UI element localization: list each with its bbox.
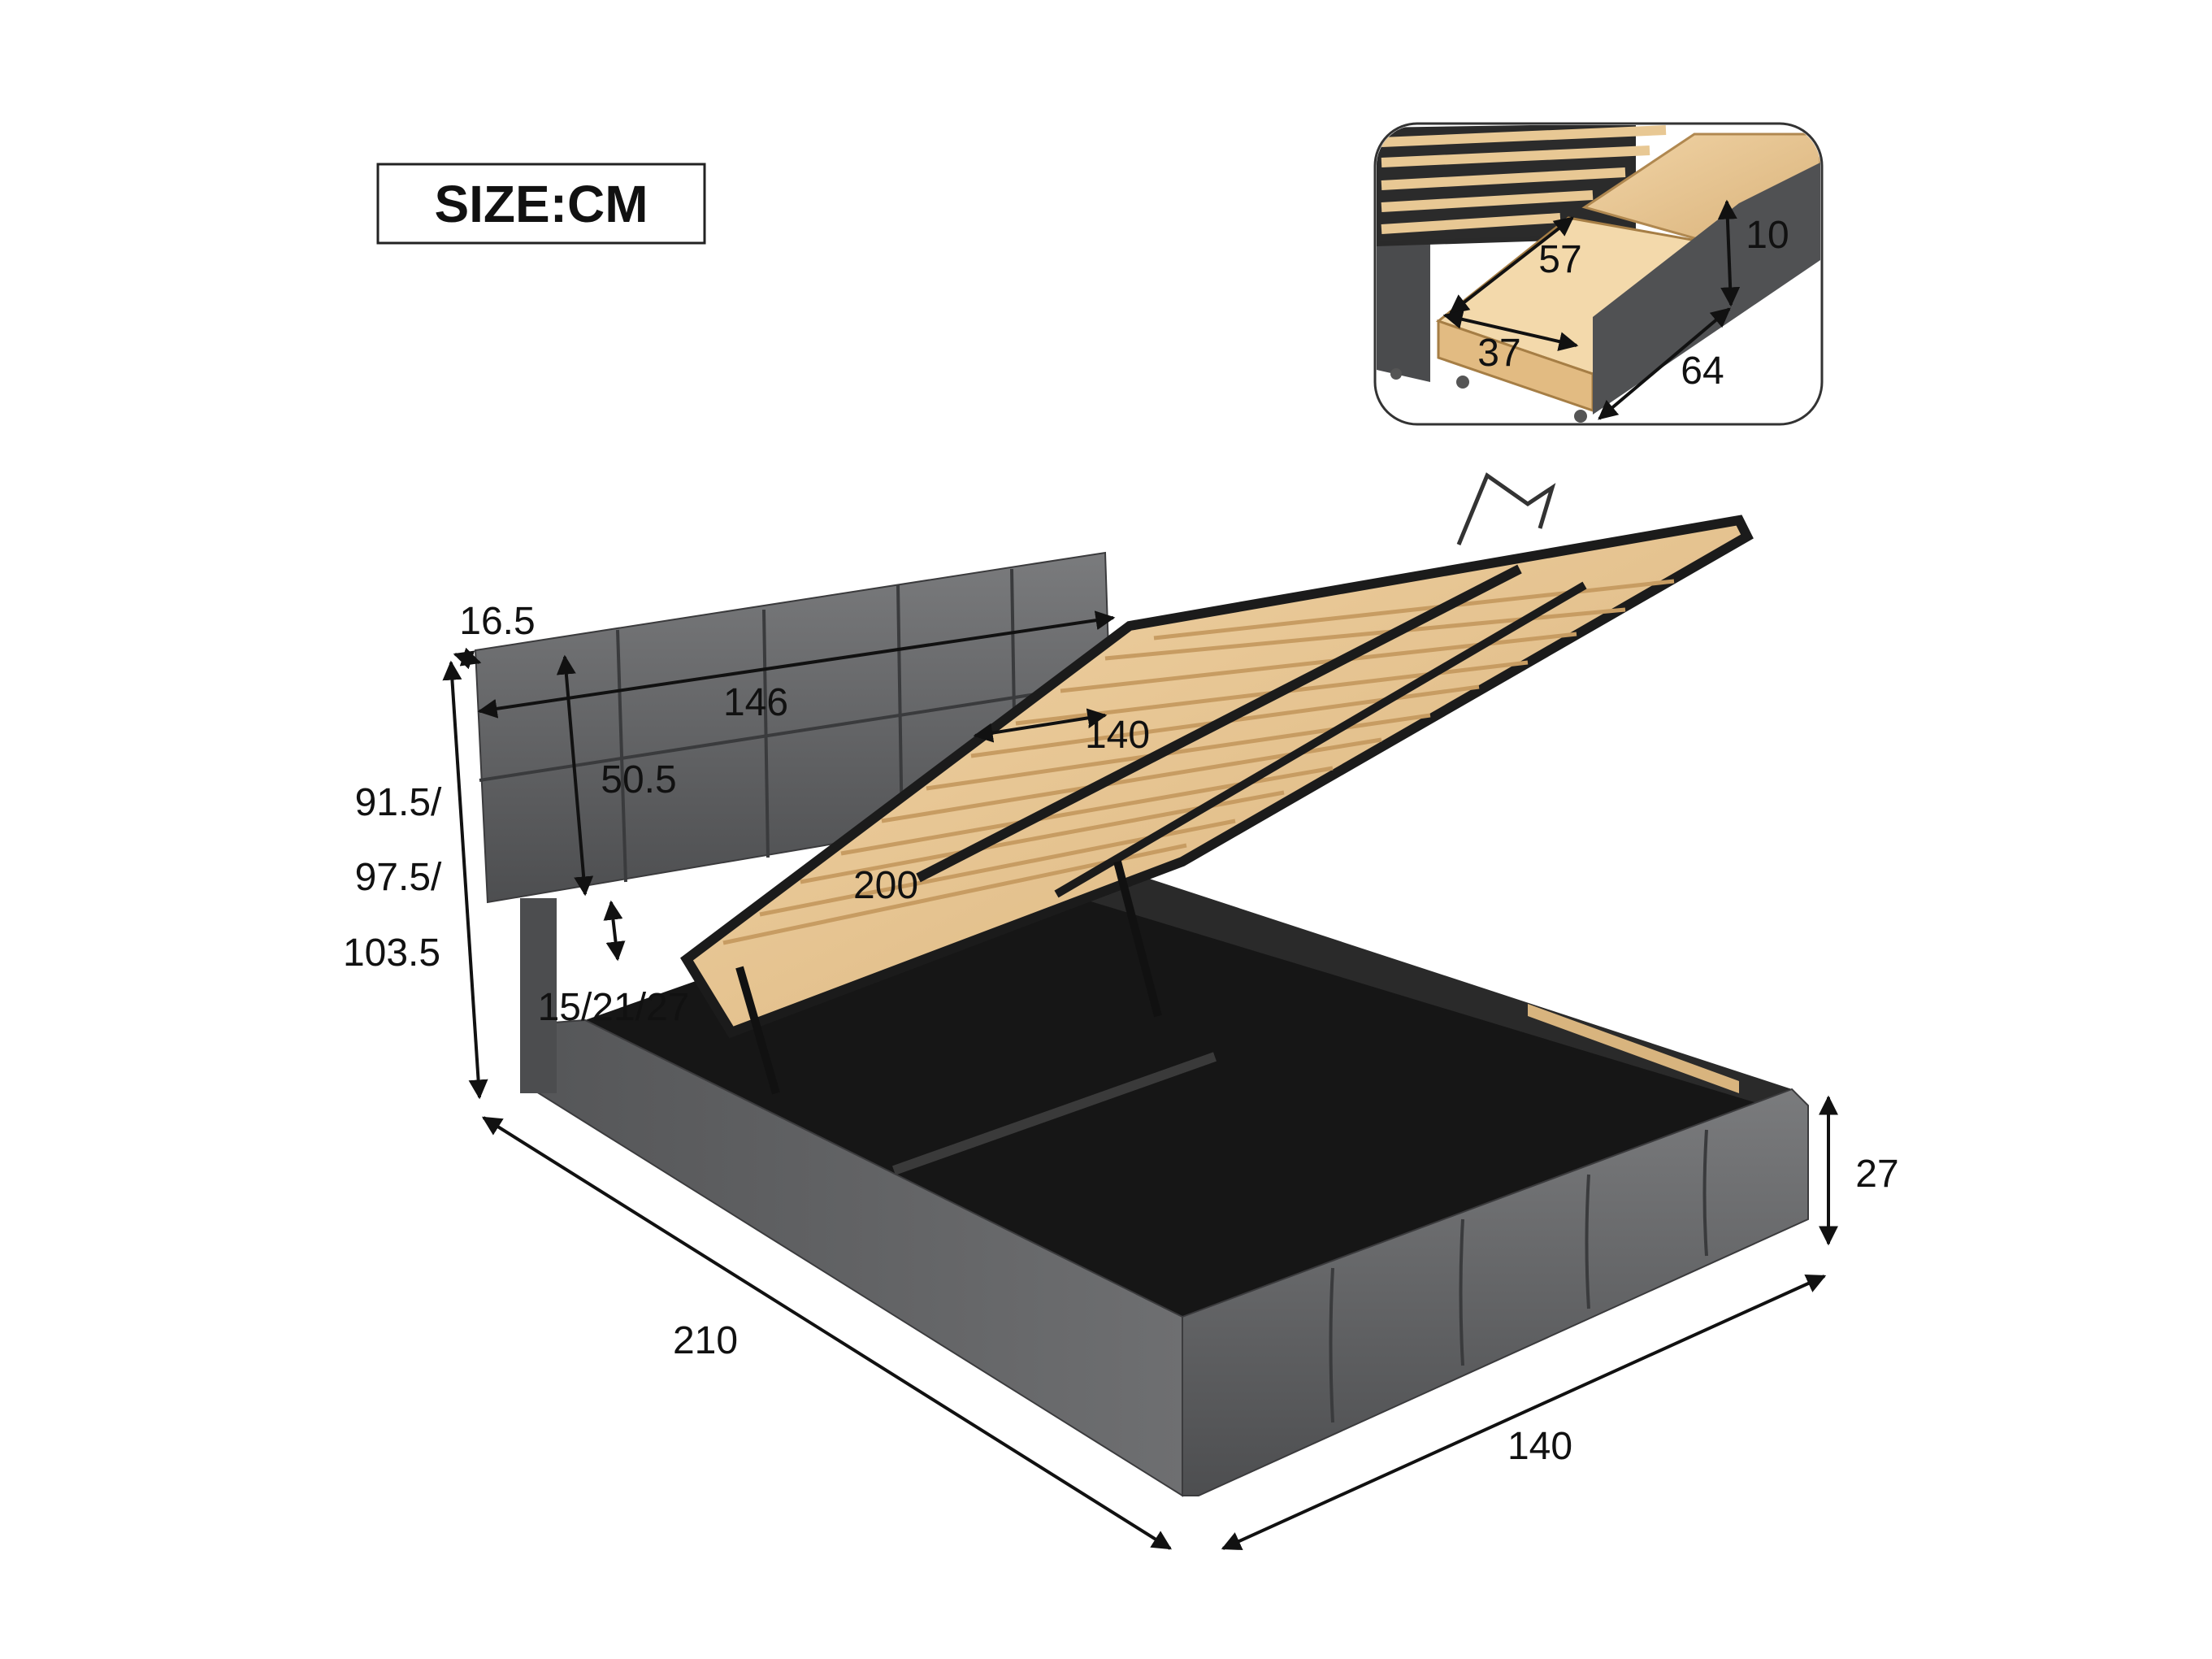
inset-back-drawer <box>1581 132 1820 245</box>
total-height-label-3: 103.5 <box>343 932 440 975</box>
total-height-label-1: 91.5/ <box>355 781 442 824</box>
frame-height-label: 27 <box>1855 1153 1898 1196</box>
storage-interior <box>585 874 1792 1317</box>
total-height-label-2: 97.5/ <box>355 856 442 899</box>
inner-length-label: 200 <box>853 864 918 907</box>
drawer-length-label: 64 <box>1681 350 1724 393</box>
drawer-height-label: 10 <box>1746 214 1789 257</box>
drawer-inner-width-label: 57 <box>1538 238 1581 281</box>
dimension-arrows <box>442 610 1838 1551</box>
inset-bed-corner <box>1377 236 1430 382</box>
total-length-label: 210 <box>673 1319 738 1362</box>
leg-clearance-label: 15/21/27 <box>538 986 690 1029</box>
drawer-inset: 57 37 10 64 <box>1373 122 1824 426</box>
lifted-slat-base <box>680 472 1754 1095</box>
headboard-width-label: 146 <box>723 681 788 724</box>
size-unit-text: SIZE:CM <box>434 175 648 233</box>
total-width-label: 140 <box>1507 1425 1572 1468</box>
inset-slats <box>1377 125 1667 247</box>
inner-width-label: 140 <box>1085 714 1150 757</box>
size-unit-label: SIZE:CM <box>376 163 706 245</box>
headboard-height-label: 50.5 <box>601 758 676 801</box>
headboard-depth-label: 16.5 <box>459 600 535 643</box>
drawer-inner-depth-label: 37 <box>1477 332 1520 375</box>
